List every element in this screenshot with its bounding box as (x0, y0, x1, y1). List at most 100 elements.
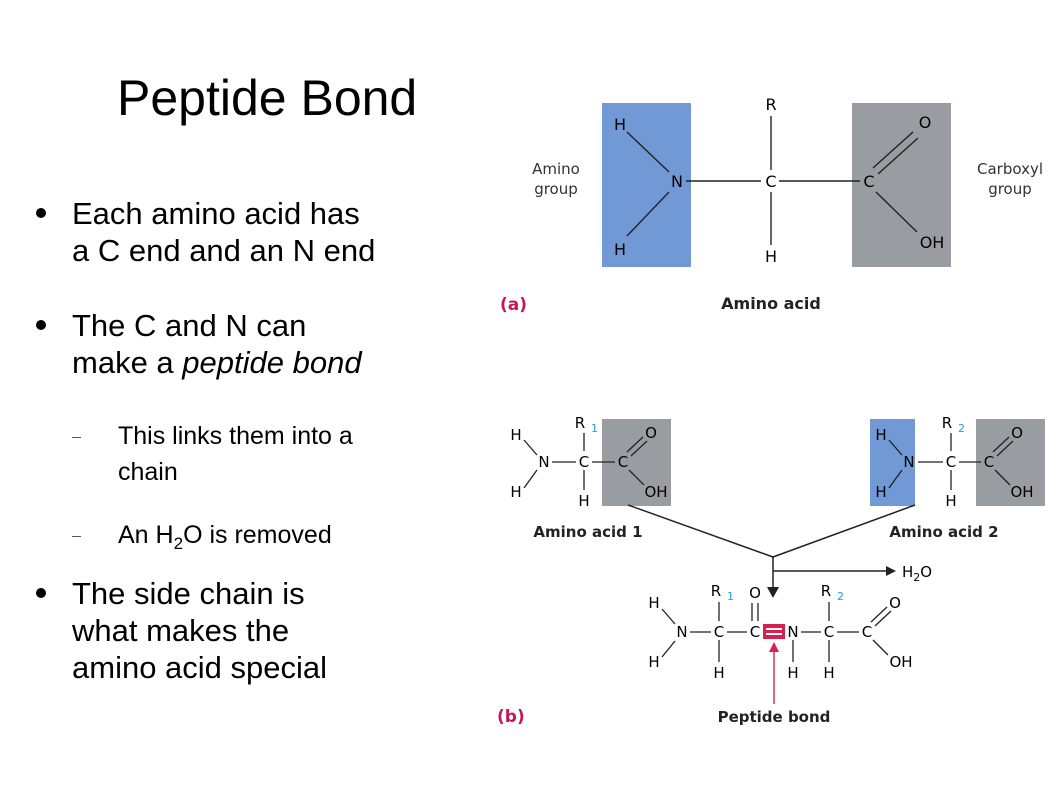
amino-acid-1-label: Amino acid 1 (533, 523, 642, 541)
peptide-bond-highlight (763, 624, 785, 639)
amino-acid-diagram: H H N C R H C O OH Amino group Carboxyl … (497, 95, 1045, 727)
amino-group-box (602, 103, 691, 267)
r-subscript: 1 (727, 590, 734, 603)
carboxyl-group-box-2 (976, 419, 1045, 506)
r-subscript: 1 (591, 422, 598, 435)
panel-b-label: (b) (497, 707, 525, 727)
atom-h: H (713, 664, 724, 682)
double-bond-line (870, 606, 888, 623)
atom-o: O (919, 113, 932, 132)
water-o: O (920, 563, 932, 581)
atom-h: H (614, 240, 626, 259)
bullet-text: The C and N can make a peptide bond (72, 307, 362, 381)
bullet-line-text: make a (72, 345, 183, 380)
atom-n: N (671, 172, 683, 191)
bullet-line: make a peptide bond (72, 344, 362, 381)
amino-acid-2-label: Amino acid 2 (889, 523, 998, 541)
double-bond-line (630, 440, 648, 457)
atom-n: N (903, 453, 914, 471)
slide-title: Peptide Bond (117, 70, 418, 126)
sub-bullet-text-pre: An H (118, 521, 174, 549)
atom-oh: OH (889, 653, 912, 671)
r-subscript: 2 (958, 422, 965, 435)
dipeptide-structure: H H N C R 1 H C O N H C R 2 H C O OH (648, 582, 912, 682)
water-h: H (902, 563, 913, 581)
panel-b: H H N C R 1 H C O OH H H N C R 2 (497, 414, 1045, 727)
bullet-dot (36, 208, 46, 218)
double-bond-line (877, 137, 919, 175)
peptide-bond-label: Peptide bond (718, 708, 831, 726)
bond-line (994, 469, 1011, 486)
bond-line (523, 469, 538, 489)
bond-line (661, 608, 676, 625)
panel-a: H H N C R H C O OH Amino group Carboxyl … (500, 95, 1043, 315)
atom-oh: OH (920, 233, 945, 252)
amino-group-label: group (534, 180, 578, 198)
bond-line (626, 131, 670, 173)
emphasis-text: peptide bond (182, 345, 362, 380)
sub-bullet-text: An H2O is removed (118, 517, 332, 562)
atom-oh: OH (644, 483, 667, 501)
bullet-dot (36, 320, 46, 330)
bullet-line: what makes the (72, 613, 290, 648)
atom-c: C (618, 453, 628, 471)
bond-line (872, 639, 889, 656)
sub-bullet-line: This links them into a (118, 422, 353, 450)
atom-h: H (875, 483, 886, 501)
atom-h: H (614, 115, 626, 134)
sub-bullet-text-post: O is removed (183, 521, 332, 549)
atom-n: N (538, 453, 549, 471)
water-label: H2O (902, 563, 932, 584)
atom-c: C (946, 453, 956, 471)
sub-bullet-text: This links them into a chain (118, 418, 353, 490)
sub-bullet-dash (72, 437, 81, 438)
bullet-line: Each amino acid has (72, 196, 360, 231)
atom-oh: OH (1010, 483, 1033, 501)
atom-h: H (875, 426, 886, 444)
bullet-line: a C end and an N end (72, 233, 376, 268)
water-subscript: 2 (913, 571, 920, 584)
double-bond-line (874, 610, 892, 627)
bullet-text: Each amino acid has a C end and an N end (72, 195, 375, 269)
atom-r: R (575, 414, 585, 432)
atom-h: H (765, 247, 777, 266)
panel-a-label: (a) (500, 295, 527, 315)
r-subscript: 2 (837, 590, 844, 603)
double-bond-line (996, 440, 1014, 457)
atom-c: C (714, 623, 724, 641)
atom-o: O (1011, 424, 1023, 442)
amino-group-box-2 (870, 419, 915, 506)
atom-c: C (750, 623, 760, 641)
subscript: 2 (173, 534, 184, 553)
atom-h: H (787, 664, 798, 682)
atom-h: H (945, 492, 956, 510)
atom-h: H (648, 653, 659, 671)
carboxyl-group-label: Carboxyl (977, 160, 1043, 178)
atom-h: H (510, 426, 521, 444)
atom-o: O (749, 584, 761, 602)
peptide-bond-pointer-head (769, 642, 779, 652)
atom-r: R (765, 95, 776, 114)
converging-line (627, 504, 774, 558)
atom-n: N (676, 623, 687, 641)
bond-line (661, 640, 676, 658)
atom-c: C (984, 453, 994, 471)
carboxyl-group-box (852, 103, 951, 267)
sub-bullet-dash (72, 536, 81, 537)
bond-line (626, 191, 670, 237)
atom-c: C (824, 623, 834, 641)
carboxyl-group-label: group (988, 180, 1032, 198)
bullet-line: The C and N can (72, 308, 307, 343)
atom-r: R (942, 414, 952, 432)
amino-acid-caption: Amino acid (721, 294, 821, 313)
double-bond-line (626, 436, 644, 453)
atom-n: N (787, 623, 798, 641)
sub-bullet-line: chain (118, 458, 178, 486)
atom-c: C (863, 172, 874, 191)
down-arrow-head (767, 587, 779, 598)
amino-acid-2-structure: H H N C R 2 H C O OH (875, 414, 1033, 510)
bond-line (628, 469, 645, 486)
atom-c: C (765, 172, 776, 191)
bullet-line: amino acid special (72, 650, 328, 685)
atom-r: R (821, 582, 831, 600)
